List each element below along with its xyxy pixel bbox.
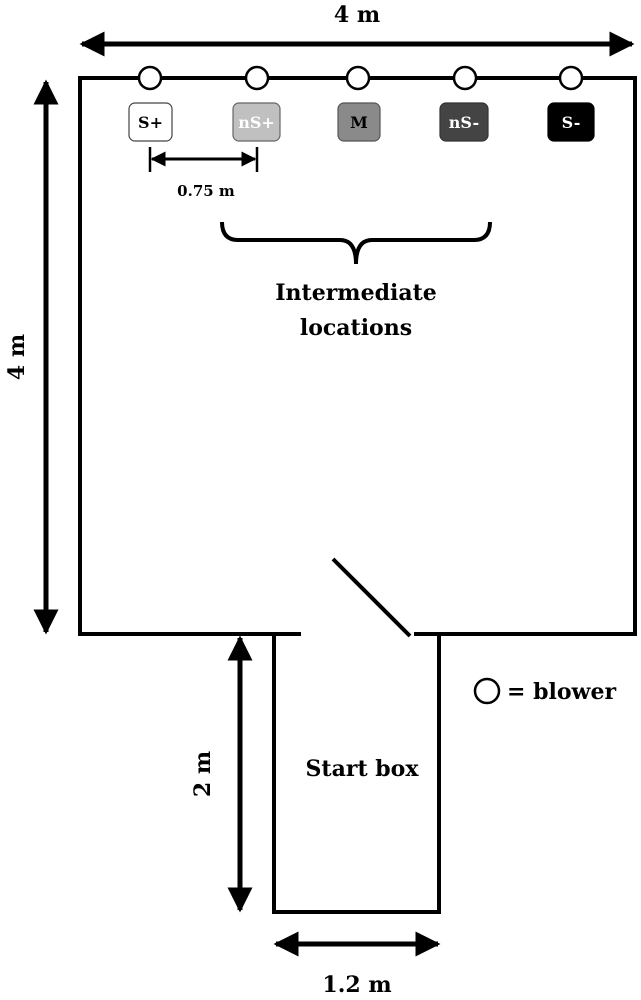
location-box-m: M: [337, 102, 381, 142]
blower-icon: [244, 65, 270, 91]
location-box-bg: [232, 102, 281, 142]
start-box-width-label: 1.2 m: [322, 972, 391, 998]
start-box-label: Start box: [306, 756, 420, 782]
blower-icon: [345, 65, 371, 91]
location-box-s-minus: S-: [547, 102, 595, 142]
location-label: nS-: [449, 113, 479, 132]
location-label: S+: [138, 113, 163, 132]
location-label: S-: [562, 113, 581, 132]
location-box-s-plus: S+: [128, 102, 173, 142]
arena-door: [331, 557, 412, 638]
spacing-dimension-label: 0.75 m: [177, 182, 235, 200]
intermediate-label-line2: locations: [300, 315, 412, 341]
intermediate-brace: [220, 221, 492, 265]
intermediate-label-line1: Intermediate: [275, 280, 436, 306]
location-box-ns-plus: nS+: [232, 102, 281, 142]
arena-wall: [78, 76, 637, 636]
start-box-length-label: 2 m: [190, 751, 216, 797]
blower-row: [137, 65, 584, 91]
location-box-bg: [547, 102, 595, 142]
blower-icon: [452, 65, 478, 91]
location-label: nS+: [238, 113, 275, 132]
legend: = blower: [473, 677, 616, 705]
blower-icon: [558, 65, 584, 91]
legend-text: = blower: [507, 679, 616, 705]
top-dimension-label: 4 m: [334, 2, 380, 28]
location-box-bg: [337, 102, 381, 142]
location-box-bg: [128, 102, 173, 142]
location-box-bg: [439, 102, 489, 142]
location-box-ns-minus: nS-: [439, 102, 489, 142]
left-dimension-label: 4 m: [4, 334, 30, 380]
blower-icon: [137, 65, 163, 91]
blower-circle-icon: [473, 677, 501, 705]
location-label: M: [350, 113, 368, 132]
start-box-wall: [272, 634, 441, 914]
